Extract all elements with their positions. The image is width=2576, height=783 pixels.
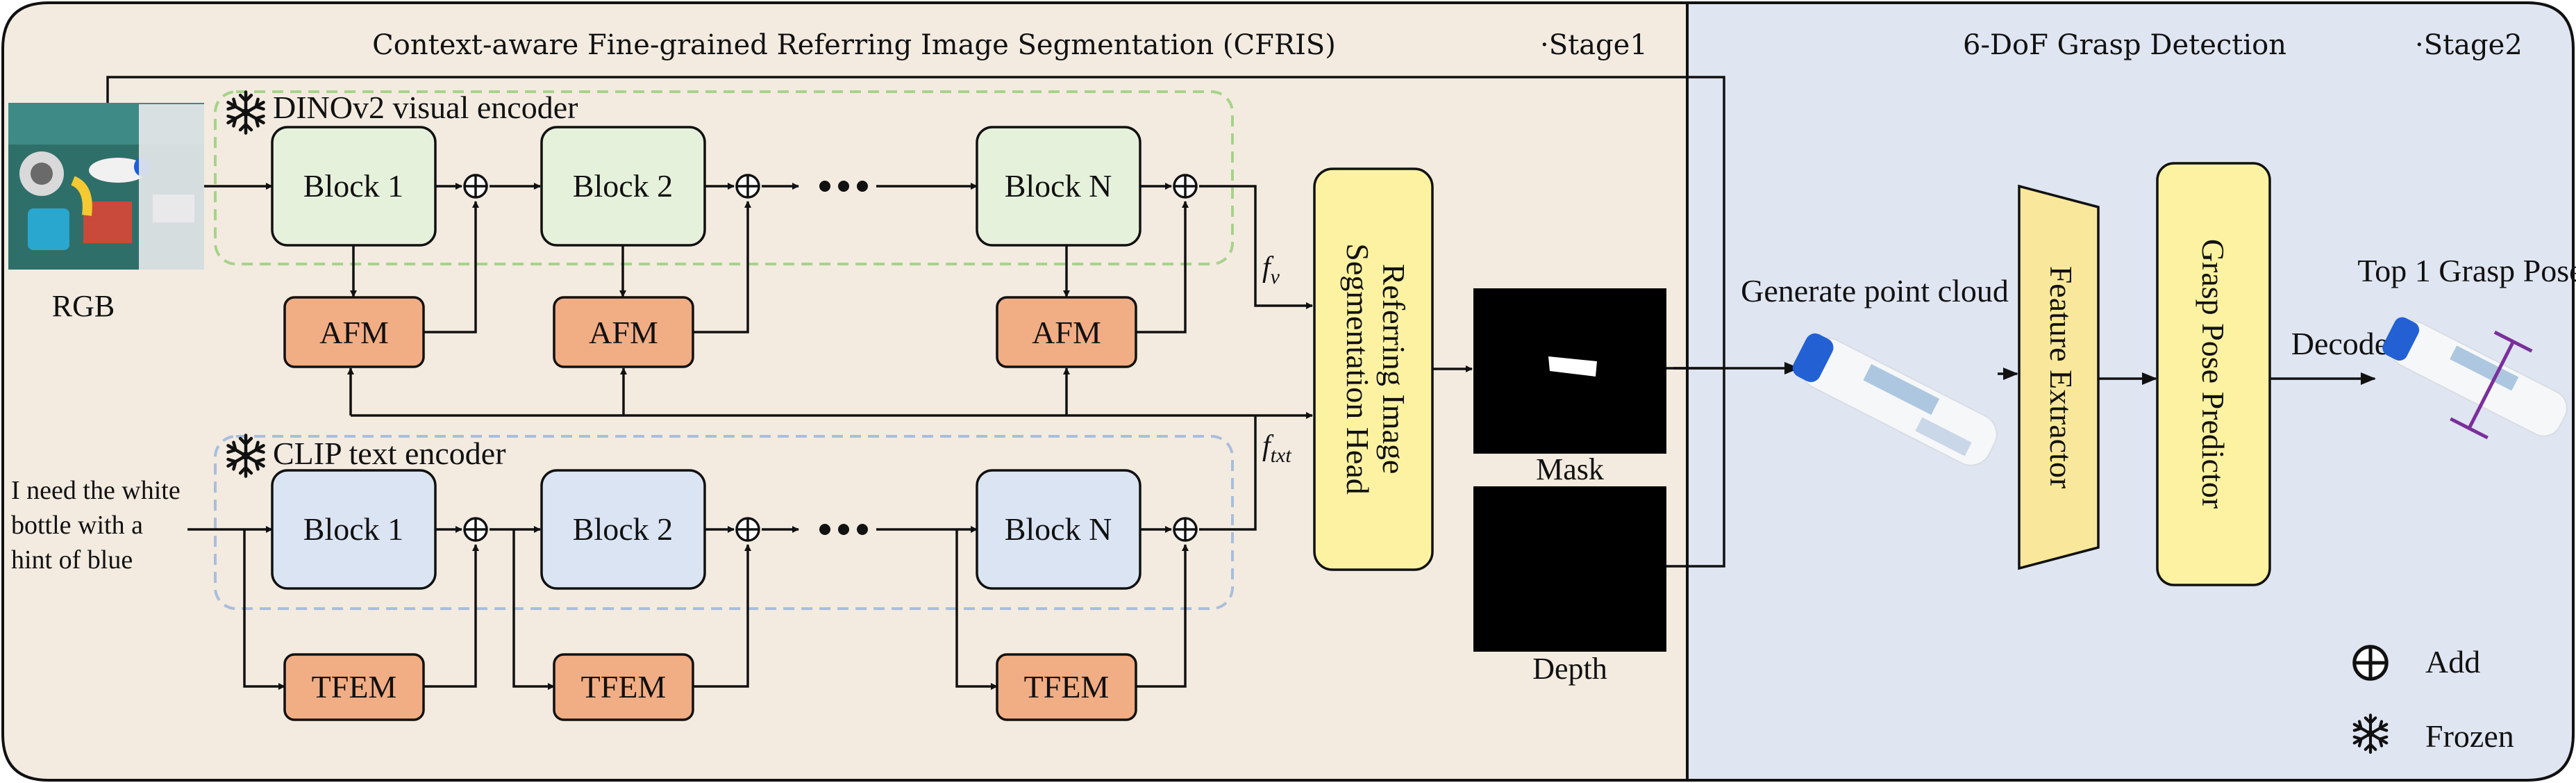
ellipsis-dot <box>819 181 830 192</box>
stage2-tag: ·Stage2 <box>2415 29 2523 61</box>
stage1-title: Context-aware Fine-grained Referring Ima… <box>372 29 1336 61</box>
text-block-n: Block N <box>976 469 1141 590</box>
afm-box-2: AFM <box>553 296 694 368</box>
add-circle-icon <box>463 174 488 199</box>
stage2-title: 6-DoF Grasp Detection <box>1963 29 2286 61</box>
visual-block-n: Block N <box>976 126 1141 247</box>
point-cloud-image <box>1792 333 1998 466</box>
ellipsis-dot <box>838 181 849 192</box>
rgb-bypass-line <box>106 76 1725 368</box>
svg-text:Block N: Block N <box>1005 511 1112 547</box>
stage2-panel <box>1686 1 2575 782</box>
text-input-line-2: bottle with a <box>11 511 143 540</box>
legend-add-label: Add <box>2425 644 2480 679</box>
feature-extractor: Feature Extractor <box>2018 184 2100 570</box>
svg-text:AFM: AFM <box>589 315 658 350</box>
svg-text:AFM: AFM <box>319 315 389 350</box>
add-circle-icon <box>2355 647 2386 679</box>
legend-frozen-label: Frozen <box>2425 718 2514 754</box>
add-circle-icon <box>735 174 760 199</box>
afm-box-n: AFM <box>996 296 1137 368</box>
text-encoder-output-line <box>1199 415 1257 531</box>
arrow <box>424 544 479 688</box>
arrow <box>424 201 479 333</box>
text-block-1: Block 1 <box>271 469 437 590</box>
arrow <box>243 529 285 690</box>
grasp-pose-image <box>2382 317 2568 440</box>
visual-block-1: Block 1 <box>271 126 437 247</box>
ellipsis-dot <box>857 181 868 192</box>
add-circle-icon <box>735 517 760 542</box>
ellipsis-dot <box>838 524 849 535</box>
arrow <box>693 201 751 333</box>
add-circle-icon <box>463 517 488 542</box>
arrow <box>512 529 555 690</box>
depth-image <box>1473 486 1666 652</box>
visual-encoder-label: DINOv2 visual encoder <box>273 90 578 125</box>
text-input-line-1: I need the white <box>11 476 181 505</box>
mask-image <box>1473 288 1666 454</box>
arrow <box>955 529 998 690</box>
arrow <box>693 544 751 688</box>
tfem-box-1: TFEM <box>283 653 425 721</box>
svg-text:Block 2: Block 2 <box>573 511 673 547</box>
ellipsis-dot <box>857 524 868 535</box>
mask-label: Mask <box>1536 452 1604 486</box>
tfem-box-n: TFEM <box>996 653 1137 721</box>
decode-label: Decode <box>2291 326 2389 361</box>
add-circle-icon <box>1173 517 1198 542</box>
visual-block-2: Block 2 <box>540 126 706 247</box>
stage1-tag: ·Stage1 <box>1540 29 1648 61</box>
svg-text:TFEM: TFEM <box>1024 669 1110 704</box>
ellipsis-dot <box>819 524 830 535</box>
svg-text:TFEM: TFEM <box>312 669 397 704</box>
grasp-pose-predictor: Grasp Pose Predictor <box>2156 162 2271 586</box>
text-input-line-3: hint of blue <box>11 545 133 575</box>
arrow <box>1136 201 1189 333</box>
svg-text:AFM: AFM <box>1032 315 1101 350</box>
arrow <box>1136 544 1189 688</box>
add-circle-icon <box>1173 174 1198 199</box>
svg-text:Feature Extractor: Feature Extractor <box>2043 266 2079 489</box>
depth-to-pointcloud-line <box>1666 368 1725 568</box>
svg-text:Grasp Pose Predictor: Grasp Pose Predictor <box>2196 239 2231 509</box>
svg-text:Block 2: Block 2 <box>573 168 673 204</box>
depth-label: Depth <box>1532 652 1607 686</box>
text-encoder-label: CLIP text encoder <box>273 436 506 471</box>
text-encoder-region <box>214 435 1234 610</box>
visual-feature-arrow <box>1199 185 1313 309</box>
visual-encoder-region <box>214 90 1234 265</box>
rgb-image <box>8 103 204 270</box>
segmentation-head: Referring Image Segmentation Head <box>1313 167 1434 571</box>
svg-text:TFEM: TFEM <box>581 669 667 704</box>
tfem-box-2: TFEM <box>553 653 694 721</box>
svg-text:Block N: Block N <box>1005 168 1112 204</box>
svg-text:Block 1: Block 1 <box>303 511 403 547</box>
svg-text:Segmentation Head: Segmentation Head <box>1340 243 1375 495</box>
point-cloud-label: Generate point cloud <box>1741 273 2009 308</box>
svg-text:Referring Image: Referring Image <box>1376 264 1412 475</box>
rgb-label: RGB <box>52 289 115 323</box>
top-grasp-label: Top 1 Grasp Pose <box>2357 253 2576 288</box>
text-block-2: Block 2 <box>540 469 706 590</box>
svg-text:Block 1: Block 1 <box>303 168 403 204</box>
afm-box-1: AFM <box>283 296 425 368</box>
